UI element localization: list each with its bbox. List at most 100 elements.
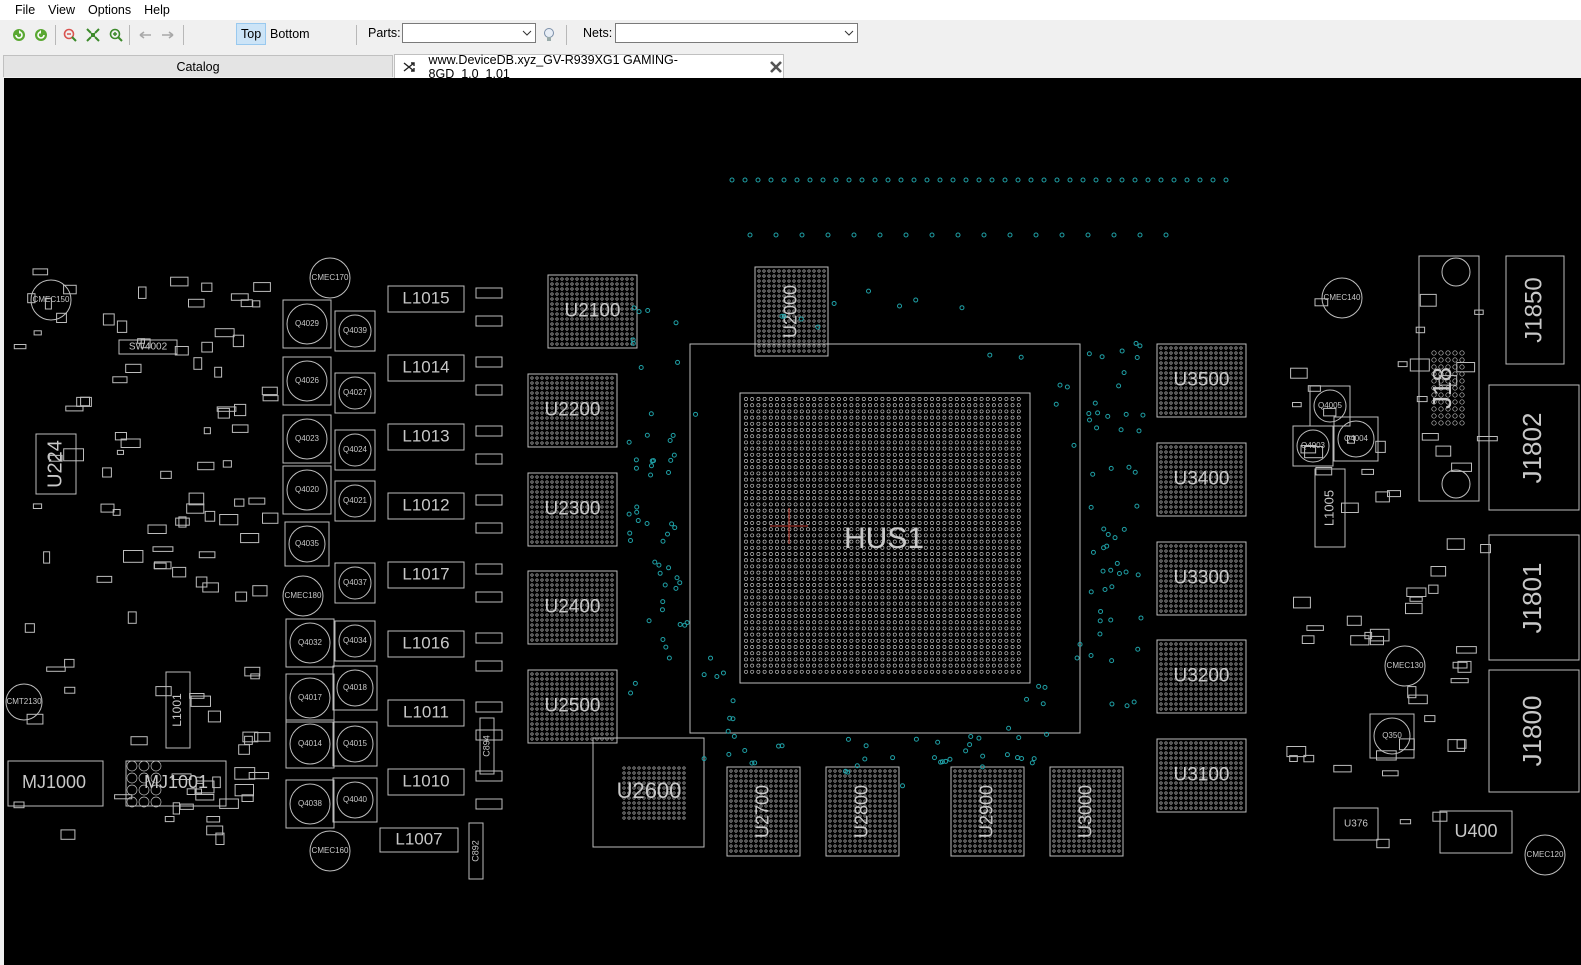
smd-pad [232,334,245,348]
smd-pad [1476,436,1498,442]
transistor-body [338,314,372,348]
smd-pad [248,772,270,780]
close-icon[interactable] [769,60,783,74]
smd-pad [112,376,128,384]
smd-pad [13,344,27,350]
memory-chip-pads [530,376,614,445]
forward-arrow-icon[interactable] [158,25,178,45]
smd-pad [46,666,66,672]
smd-pad [76,396,92,407]
connector [1488,669,1580,793]
transistor-label: Q4005 [1318,401,1343,410]
transistor-outline [1292,425,1334,467]
smd-pad [215,832,225,845]
smd-pad [170,276,189,287]
smd-pad [1438,375,1458,386]
connector [1488,384,1580,511]
menu-options[interactable]: Options [88,3,132,17]
menu-view[interactable]: View [48,3,76,17]
smd-pad [171,773,192,781]
memory-chip-label: U2200 [545,400,601,421]
inductor [387,768,465,796]
capacitor-body [30,279,72,321]
capacitor [475,494,503,506]
parts-select[interactable] [402,23,536,43]
memory-chip-pads [530,573,614,642]
transistor-label: Q4020 [295,485,320,494]
bottom-side-button[interactable]: Bottom [270,27,310,41]
smd-pad [1415,326,1426,334]
smd-pad [217,407,230,419]
smd-pad [1447,739,1466,752]
smd-pad [1286,746,1307,758]
origin-marker [770,508,808,544]
refresh-alt-icon[interactable] [31,25,51,45]
smd-pad [1430,566,1447,577]
memory-chip-label: U3000 [1075,785,1095,838]
inductor [387,423,465,451]
memory-chip-label: U2500 [545,696,601,717]
smd-pad [1323,407,1337,417]
menu-help[interactable]: Help [144,3,170,17]
inductor [387,561,465,589]
smd-pad [1307,385,1321,392]
capacitor-body [282,575,324,617]
refresh-icon[interactable] [9,25,29,45]
memory-chip-label: U3300 [1174,568,1230,589]
memory-chip-label: U2600 [617,778,682,803]
capacitor [475,798,503,810]
menu-file[interactable]: File [15,3,36,17]
transistor-outline [334,480,376,522]
smd-pad [206,825,224,836]
transistor-outline [284,521,330,567]
zoom-out-icon[interactable] [60,25,80,45]
board-view[interactable]: HUS1U2100U2200U2300U2400U2500U3500U3400U… [4,78,1581,965]
zoom-in-icon[interactable] [106,25,126,45]
fit-icon[interactable] [83,25,103,45]
chevron-down-icon [844,30,854,36]
smd-pad [195,780,215,794]
smd-pad [60,829,76,840]
memory-chip-pads [729,769,798,853]
transistor-outline [334,310,376,352]
connector [1418,255,1480,502]
transistor-body [336,725,374,763]
memory-chip [592,737,705,848]
smd-pad [188,298,205,308]
smd-pad [254,732,271,742]
smd-pad [1399,738,1415,751]
menu-bar: File View Options Help [0,0,1581,20]
memory-chip-pads [1159,642,1243,711]
smd-pad [1452,661,1468,669]
transistor-body [338,376,372,410]
chevron-down-icon [522,30,532,36]
lightbulb-icon[interactable] [539,25,559,45]
smd-pad [262,512,279,524]
transistor-body [1373,717,1411,755]
transistor-body [289,783,331,825]
back-arrow-icon[interactable] [135,25,155,45]
smd-pad [56,312,67,324]
smd-pad [1457,660,1472,673]
capacitor [479,717,495,775]
transistor-label: Q4038 [298,799,323,808]
capacitor [475,770,503,782]
transistor-outline [282,299,332,349]
transistor-outline [285,779,335,829]
top-side-button[interactable]: Top [236,23,267,45]
inductor [387,354,465,382]
capacitor [475,563,503,575]
tab-catalog[interactable]: Catalog [3,55,393,77]
gpu-label: HUS1 [844,522,924,555]
smd-pad [1347,435,1355,444]
smd-pad [186,503,205,514]
memory-chip [726,766,801,857]
memory-chip-label: U3500 [1174,370,1230,391]
inductor [387,285,465,313]
memory-chip-label: U2000 [780,285,800,338]
tab-document[interactable]: www.DeviceDB.xyz_GV-R939XG1 GAMING-8GD_1… [394,53,784,81]
smd-pad [120,438,141,448]
smd-pad [1350,635,1370,646]
nets-select[interactable] [615,23,858,43]
